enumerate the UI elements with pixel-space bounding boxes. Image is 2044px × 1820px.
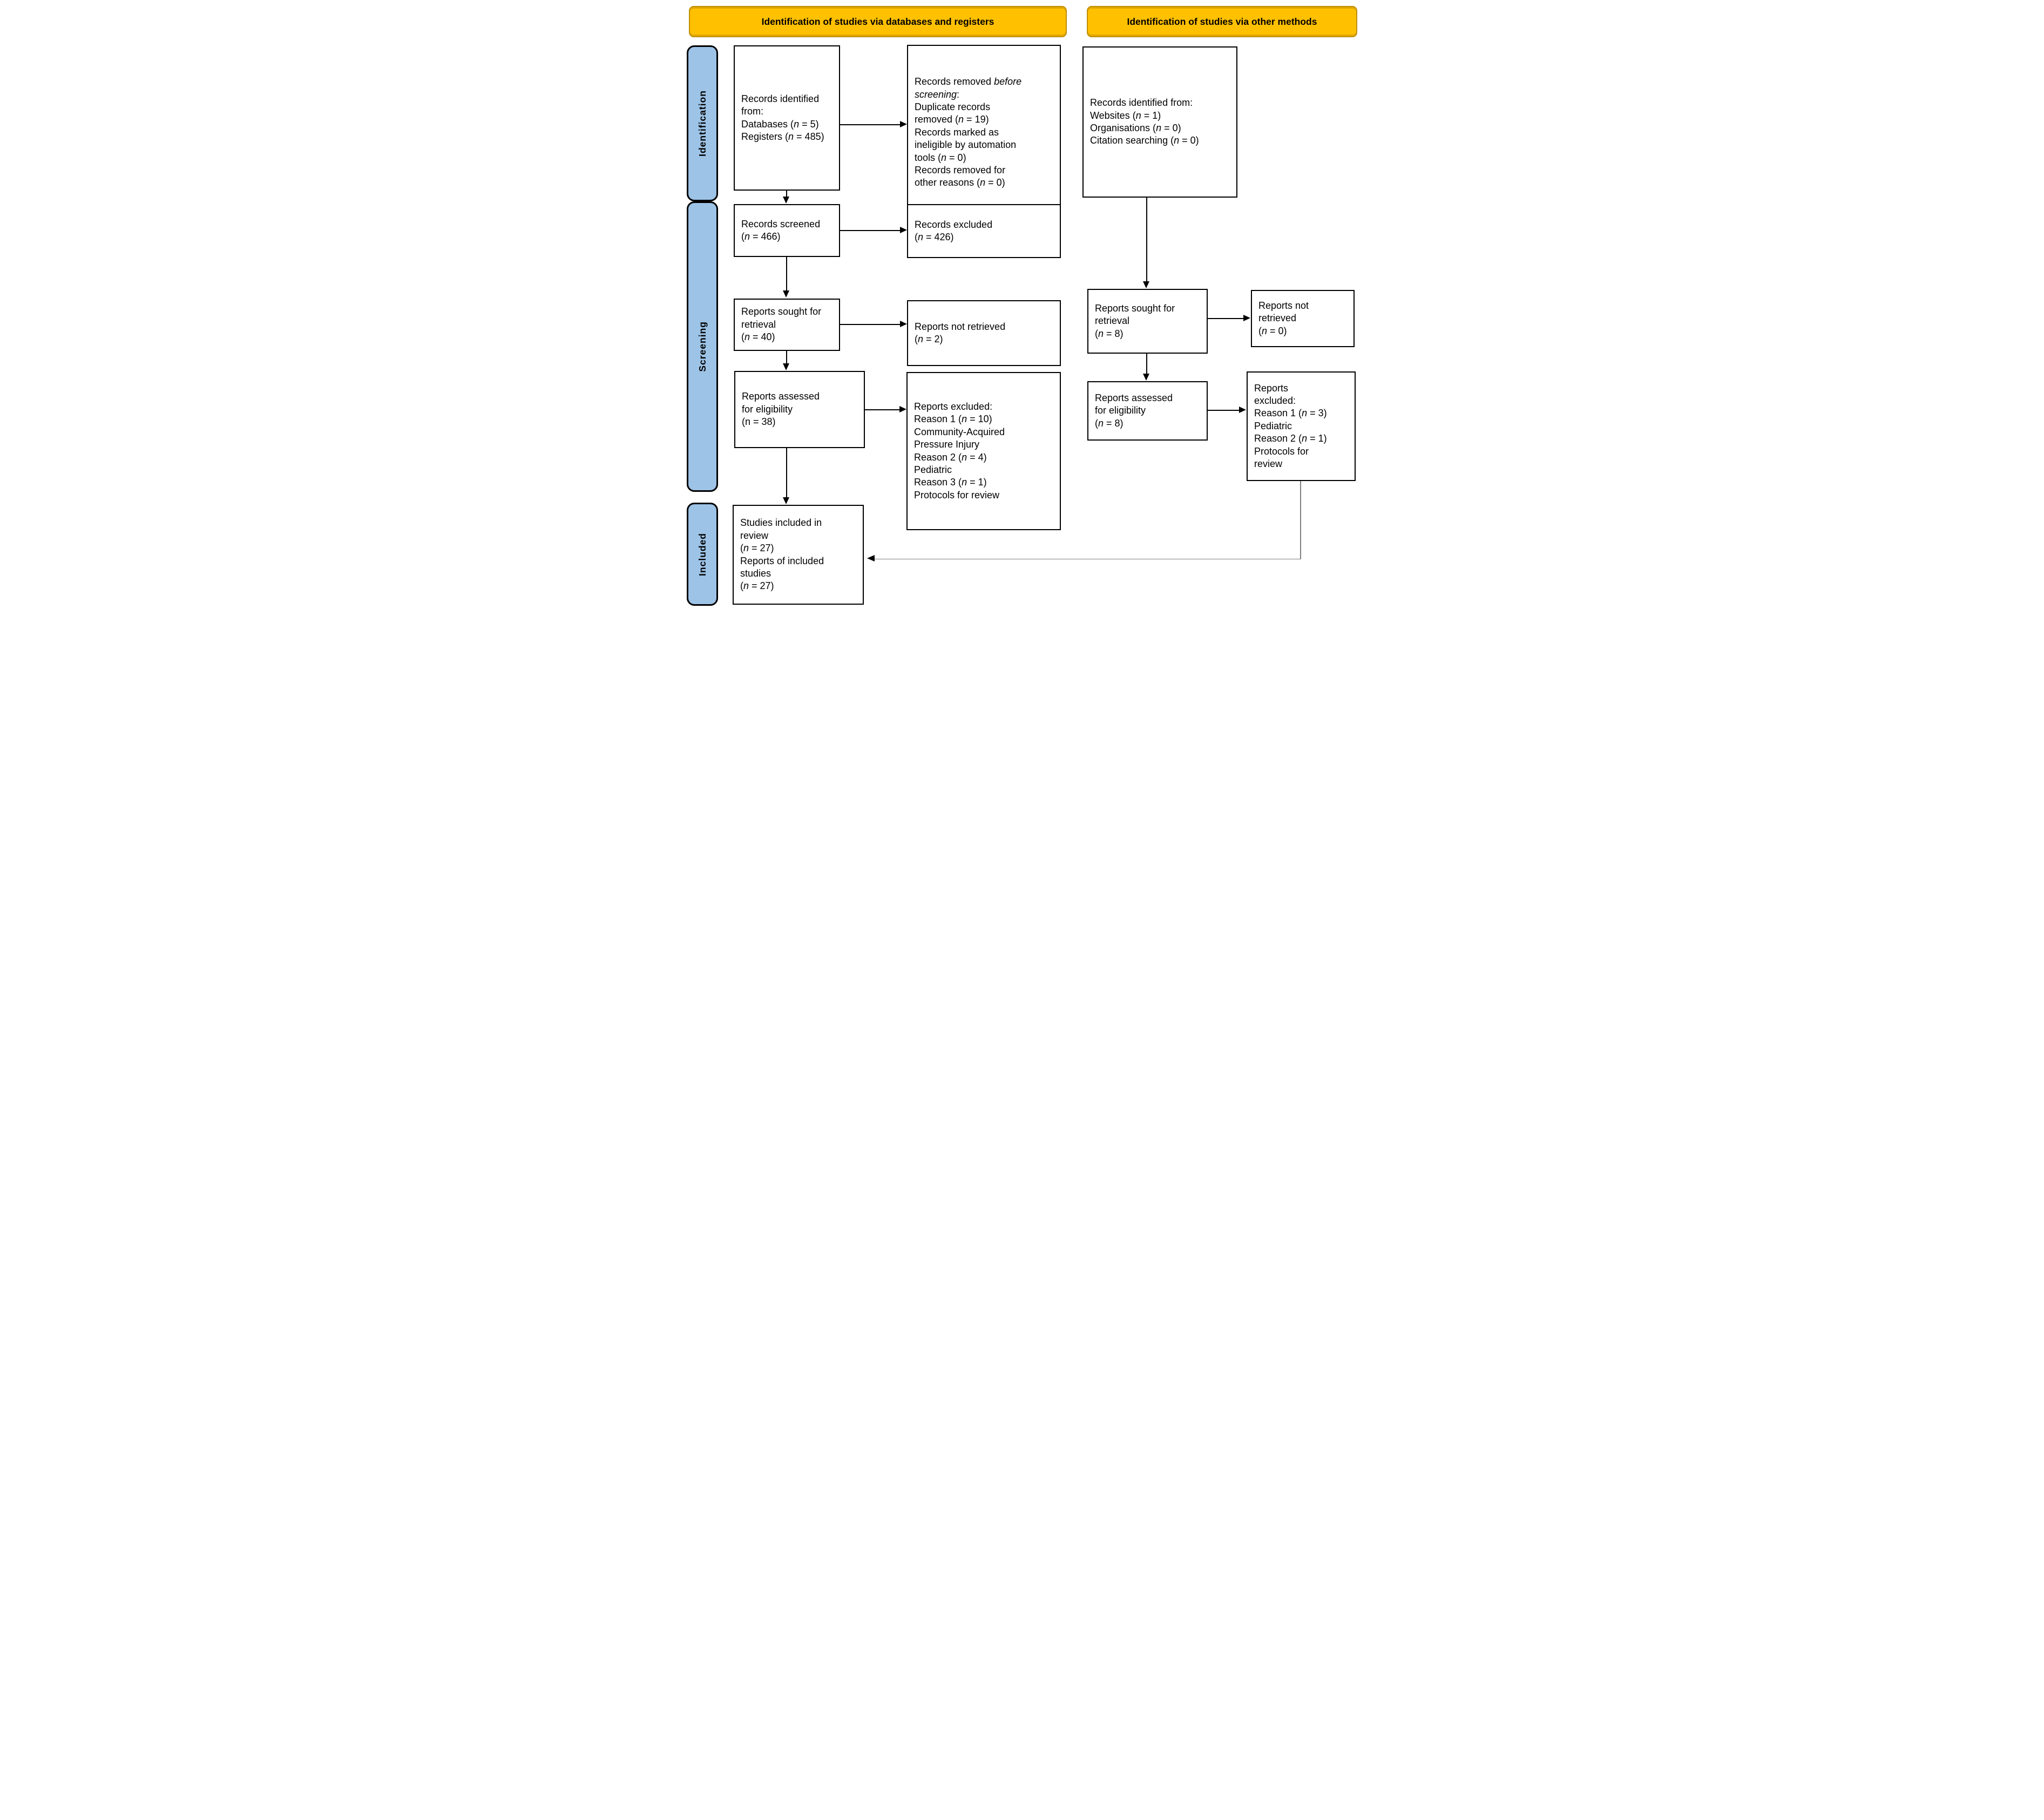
box-reports-excluded: Reports excluded:Reason 1 (n = 10)Commun… (906, 372, 1061, 530)
elbow-line-vertical (1300, 481, 1301, 559)
box-reports-not-retrieved-text: Reports not retrieved(n = 2) (915, 321, 1006, 344)
header-other-methods-label: Identification of studies via other meth… (1127, 16, 1317, 27)
side-label-screening: Screening (687, 201, 718, 492)
arrow-identified-to-removed (839, 124, 900, 125)
arrow-assessed-to-included (786, 448, 787, 497)
arrow-screened-to-sought (786, 257, 787, 290)
box-records-screened-text: Records screened(n = 466) (741, 218, 821, 242)
side-label-identification: Identification (687, 45, 718, 201)
box-other-records-identified: Records identified from:Websites (n = 1)… (1082, 46, 1237, 198)
arrowhead-elbow-to-included (867, 555, 875, 561)
elbow-line-horizontal (875, 558, 1301, 559)
header-databases-registers-label: Identification of studies via databases … (761, 16, 994, 27)
side-label-identification-text: Identification (696, 90, 708, 157)
arrow-other-sought-to-assessed (1146, 354, 1147, 374)
header-other-methods: Identification of studies via other meth… (1087, 6, 1357, 37)
arrowhead-other-identified-to-sought (1143, 281, 1149, 288)
arrow-other-identified-to-sought (1146, 198, 1147, 281)
arrow-other-sought-to-not-retrieved (1208, 318, 1243, 319)
box-records-excluded-text: Records excluded(n = 426) (915, 219, 993, 242)
arrowhead-other-sought-to-assessed (1143, 374, 1149, 381)
arrowhead-identified-to-screened (783, 197, 789, 204)
side-label-included-text: Included (696, 532, 708, 576)
arrowhead-screened-to-excluded (900, 227, 907, 233)
header-databases-registers: Identification of studies via databases … (689, 6, 1067, 37)
arrowhead-sought-to-not-retrieved (900, 321, 907, 327)
arrowhead-other-sought-to-not-retrieved (1243, 315, 1250, 321)
arrowhead-sought-to-assessed (783, 363, 789, 370)
arrowhead-assessed-to-included (783, 497, 789, 504)
side-label-screening-text: Screening (696, 321, 708, 372)
box-records-screened: Records screened(n = 466) (734, 204, 840, 257)
arrowhead-identified-to-removed (900, 121, 907, 127)
box-records-excluded: Records excluded(n = 426) (907, 204, 1061, 258)
arrow-sought-to-not-retrieved (840, 324, 900, 325)
box-reports-excluded-text: Reports excluded:Reason 1 (n = 10)Commun… (914, 401, 1005, 500)
box-reports-not-retrieved: Reports not retrieved(n = 2) (907, 300, 1061, 366)
box-other-records-identified-text: Records identified from:Websites (n = 1)… (1090, 97, 1199, 146)
prisma-flow-diagram: Identification of studies via databases … (681, 0, 1363, 607)
arrow-identified-to-screened (786, 191, 787, 197)
arrow-other-assessed-to-excluded (1208, 410, 1239, 411)
arrow-sought-to-assessed (786, 351, 787, 363)
arrow-assessed-to-excluded (865, 409, 899, 410)
arrowhead-assessed-to-excluded (899, 406, 906, 412)
arrow-screened-to-excluded (839, 230, 900, 231)
arrowhead-screened-to-sought (783, 290, 789, 297)
arrowhead-other-assessed-to-excluded (1239, 407, 1246, 413)
side-label-included: Included (687, 503, 718, 606)
